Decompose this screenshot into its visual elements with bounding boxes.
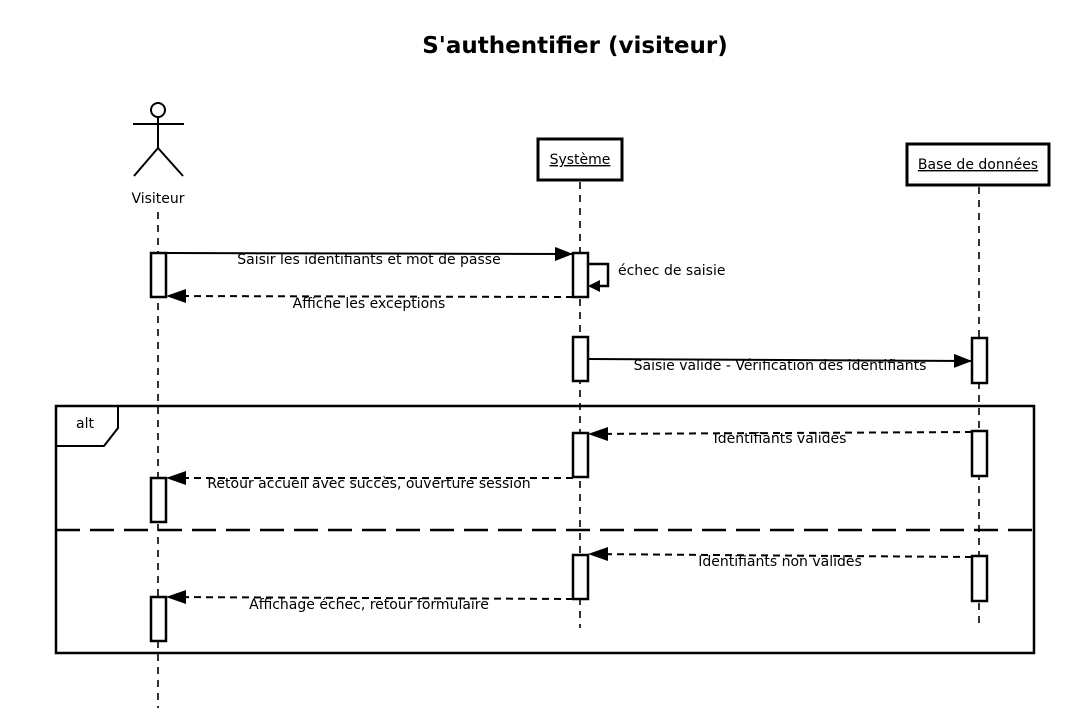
message-label-input-failure: échec de saisie	[618, 263, 725, 279]
participant-database-box	[905, 142, 1051, 187]
message-arrow-valid-credentials	[587, 431, 973, 435]
message-label-show-exceptions: Affiche les exceptions	[293, 296, 446, 312]
message-arrow-enter-credentials	[165, 246, 573, 261]
activation-visitor-3	[149, 595, 168, 643]
message-arrowhead-invalid-credentials	[588, 547, 608, 561]
message-label-success-return: Retour accueil avec succès, ouverture se…	[207, 476, 530, 492]
activation-system-2	[571, 335, 590, 383]
activation-database-3	[970, 554, 989, 603]
activation-database-2	[970, 429, 989, 478]
actor-left-leg	[133, 147, 159, 177]
message-label-verify-credentials: Saisie valide - Vérification des identif…	[634, 358, 927, 374]
alt-fragment-tab	[56, 406, 119, 447]
message-arrow-verify-credentials	[587, 353, 972, 368]
activation-system-4	[571, 553, 590, 601]
diagram-title: S'authentifier (visiteur)	[422, 33, 728, 59]
message-label-valid-credentials: Identifiants valides	[714, 431, 847, 447]
message-arrowhead-input-failure	[588, 280, 600, 292]
participant-database-label: Base de données	[918, 157, 1038, 173]
message-label-failure-return: Affichage échec, retour formulaire	[249, 597, 489, 613]
message-arrowhead-show-exceptions	[166, 289, 186, 303]
message-arrow-invalid-credentials	[587, 553, 973, 558]
message-arrowhead-valid-credentials	[588, 427, 608, 441]
message-arrowhead-success-return	[166, 471, 186, 485]
alt-fragment-operator: alt	[76, 416, 94, 432]
activation-system-1	[571, 251, 590, 299]
message-arrowhead-failure-return	[166, 590, 186, 604]
actor-visitor-label: Visiteur	[131, 191, 184, 207]
message-arrow-show-exceptions	[165, 295, 574, 298]
participant-system-box	[536, 137, 624, 182]
actor-visitor	[133, 102, 184, 177]
activation-visitor-1	[149, 251, 168, 299]
participant-system-label: Système	[550, 152, 611, 168]
message-label-invalid-credentials: Identifiants non valides	[698, 554, 862, 570]
message-arrow-failure-return	[165, 596, 574, 600]
actor-head	[150, 102, 166, 118]
activation-visitor-2	[149, 476, 168, 524]
actor-right-leg	[157, 147, 184, 177]
message-label-enter-credentials: Saisir les identifiants et mot de passe	[237, 252, 500, 268]
activation-system-3	[571, 431, 590, 479]
activation-database-1	[970, 336, 989, 385]
